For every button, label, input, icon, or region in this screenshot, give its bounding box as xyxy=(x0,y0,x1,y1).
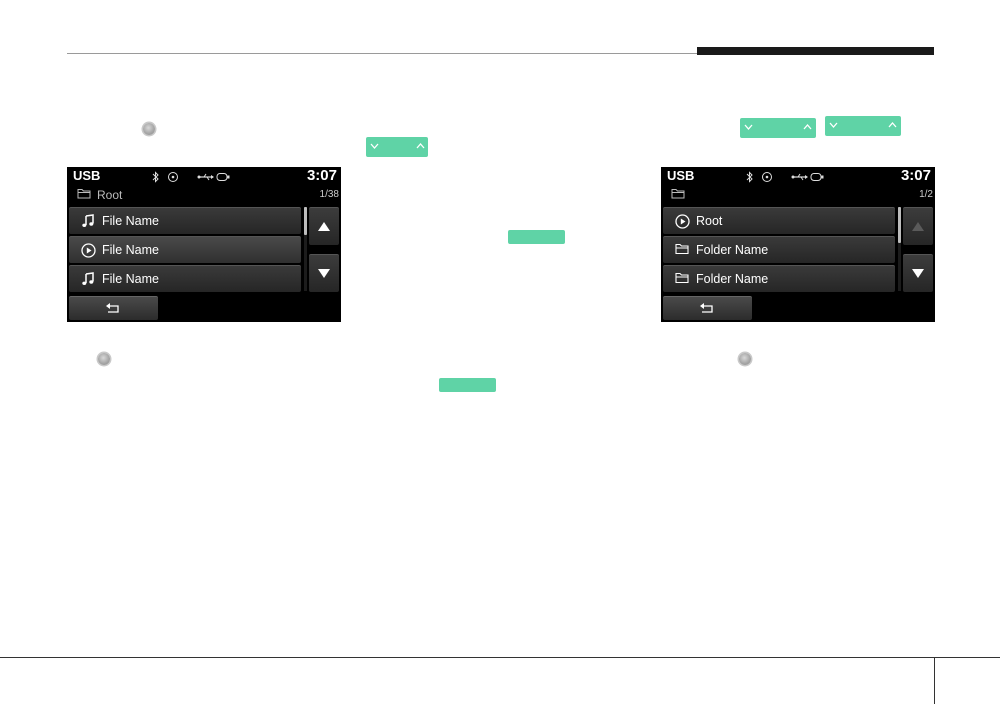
scroll-down-button[interactable] xyxy=(903,254,933,292)
status-icons xyxy=(745,170,825,183)
list-item-label: Folder Name xyxy=(696,272,769,286)
disc-icon xyxy=(762,172,772,182)
footer-rule xyxy=(0,657,1000,658)
scroll-up-button[interactable] xyxy=(309,207,339,245)
seek-button-icon xyxy=(366,137,428,157)
usb-file-list-screen: USB 3:07 Root 1/38 File Name File Name xyxy=(67,167,341,322)
list-item-selected[interactable]: File Name xyxy=(69,236,301,263)
triangle-down-icon xyxy=(318,269,330,278)
list-item-label: File Name xyxy=(102,214,159,228)
triangle-up-icon xyxy=(912,222,924,231)
bluetooth-icon xyxy=(746,171,753,183)
list-item[interactable]: Folder Name xyxy=(663,265,895,292)
status-icons xyxy=(151,170,231,183)
list-item-label: Root xyxy=(696,214,723,228)
folder-icon xyxy=(675,272,690,287)
list-item-label: File Name xyxy=(102,272,159,286)
tune-knob-icon xyxy=(143,123,155,135)
seek-button-icon xyxy=(740,118,816,138)
page-indicator: 1/2 xyxy=(919,189,933,200)
path-bar: 1/2 xyxy=(661,186,935,204)
scroll-down-button[interactable] xyxy=(309,254,339,292)
folder-icon xyxy=(77,188,92,202)
enter-button-icon xyxy=(439,378,496,392)
usb-icon xyxy=(791,173,808,181)
disc-icon xyxy=(168,172,178,182)
scroll-up-button[interactable] xyxy=(903,207,933,245)
folder-icon xyxy=(675,243,690,258)
usb-icon xyxy=(197,173,214,181)
scrollbar-thumb[interactable] xyxy=(898,207,901,243)
scrollbar-track[interactable] xyxy=(898,207,901,291)
enter-button-icon xyxy=(508,230,565,244)
battery-icon xyxy=(810,173,824,181)
folder-icon xyxy=(671,188,686,202)
list-item-label: Folder Name xyxy=(696,243,769,257)
back-arrow-icon xyxy=(700,303,713,313)
back-button[interactable] xyxy=(663,296,752,320)
list-item[interactable]: File Name xyxy=(69,265,301,292)
clock: 3:07 xyxy=(900,167,931,184)
clock: 3:07 xyxy=(306,167,337,184)
scrollbar-thumb[interactable] xyxy=(304,207,307,235)
play-circle-icon xyxy=(675,214,690,232)
header-bar xyxy=(697,47,934,55)
status-bar: USB 3:07 xyxy=(67,167,341,185)
list-item[interactable]: File Name xyxy=(69,207,301,234)
current-folder-name: Root xyxy=(97,188,123,202)
header-rule xyxy=(67,53,697,54)
usb-folder-list-screen: USB 3:07 1/2 Root Folder Name xyxy=(661,167,935,322)
back-button[interactable] xyxy=(69,296,158,320)
music-note-icon xyxy=(81,272,95,289)
battery-icon xyxy=(216,173,230,181)
triangle-down-icon xyxy=(912,269,924,278)
triangle-up-icon xyxy=(318,222,330,231)
track-button-icon xyxy=(825,116,901,136)
back-arrow-icon xyxy=(106,303,119,313)
play-circle-icon xyxy=(81,243,96,261)
status-bar: USB 3:07 xyxy=(661,167,935,185)
music-note-icon xyxy=(81,214,95,231)
list-item[interactable]: Root xyxy=(663,207,895,234)
tune-knob-icon xyxy=(739,353,751,365)
footer-tick xyxy=(934,657,935,704)
page-indicator: 1/38 xyxy=(319,189,339,200)
scrollbar-track[interactable] xyxy=(304,207,307,291)
tune-knob-icon xyxy=(98,353,110,365)
path-bar: Root 1/38 xyxy=(67,186,341,204)
bluetooth-icon xyxy=(152,171,159,183)
source-label: USB xyxy=(73,168,101,183)
list-item[interactable]: Folder Name xyxy=(663,236,895,263)
source-label: USB xyxy=(667,168,695,183)
list-item-label: File Name xyxy=(102,243,159,257)
